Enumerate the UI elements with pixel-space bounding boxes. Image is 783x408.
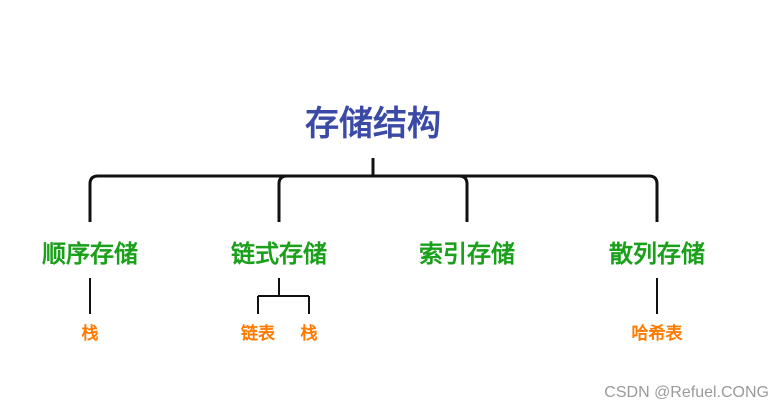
- level1-connector-bar: [88, 174, 659, 222]
- node-index-storage: 索引存储: [419, 240, 515, 268]
- leaf-chain-linked-list: 链表: [241, 324, 275, 344]
- watermark: CSDN @Refuel.CONG: [604, 384, 769, 401]
- leaf-sequential-stack: 栈: [81, 324, 99, 344]
- node-sequential-storage: 顺序存储: [42, 240, 138, 268]
- connector-drop-chain: [277, 174, 288, 222]
- node-chain-storage: 链式存储: [231, 240, 327, 268]
- leaf-hash-table: 哈希表: [631, 324, 683, 344]
- node-hash-storage: 散列存储: [609, 240, 705, 268]
- root-node: 存储结构: [305, 104, 441, 144]
- connector-drop-index: [458, 174, 469, 222]
- leaf-chain-stack: 栈: [300, 324, 318, 344]
